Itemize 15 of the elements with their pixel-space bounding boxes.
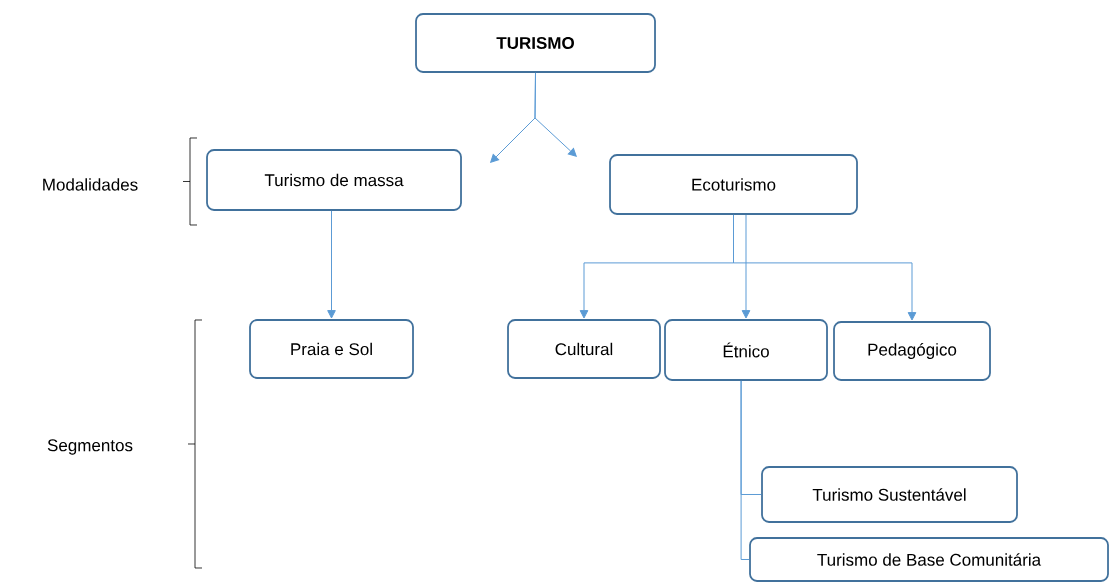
- process-box: Pedagógico: [833, 321, 991, 381]
- process-box: Cultural: [507, 319, 661, 379]
- arrow: [733, 214, 917, 321]
- process-box: TURISMO: [415, 13, 656, 73]
- process-box: Ecoturismo: [609, 154, 858, 215]
- process-box: Turismo de massa: [206, 149, 462, 211]
- arrow: [534, 72, 577, 157]
- process-box: Étnico: [664, 319, 828, 381]
- process-box: Turismo de Base Comunitária: [749, 537, 1109, 582]
- process-box: Praia e Sol: [249, 319, 414, 379]
- arrow: [327, 210, 336, 319]
- category-label: Modalidades: [43, 178, 138, 191]
- process-box: Turismo Sustentável: [761, 466, 1018, 523]
- arrow: [741, 214, 751, 319]
- category-label: Segmentos: [47, 439, 133, 455]
